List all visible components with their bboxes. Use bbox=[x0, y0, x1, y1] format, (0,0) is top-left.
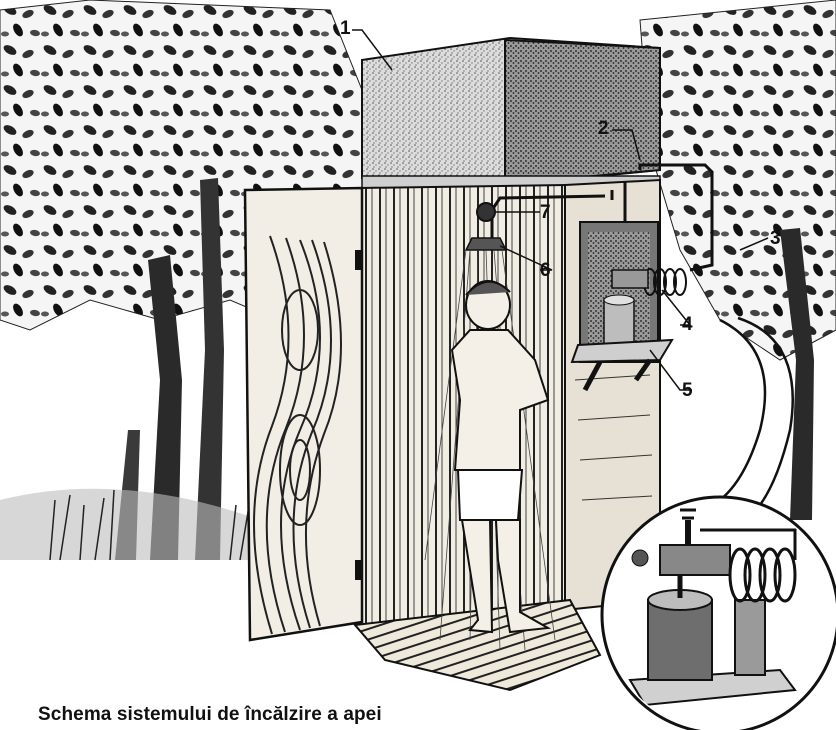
label-1: 1 bbox=[340, 18, 351, 39]
label-6: 6 bbox=[540, 260, 551, 281]
figure-caption: Schema sistemului de încălzire a apei bbox=[38, 704, 382, 726]
cabin-door bbox=[245, 188, 362, 640]
label-3: 3 bbox=[770, 228, 781, 249]
label-7: 7 bbox=[540, 202, 551, 223]
label-2: 2 bbox=[598, 118, 609, 139]
detail-magnifier bbox=[602, 497, 836, 730]
label-4: 4 bbox=[682, 314, 693, 335]
water-tank bbox=[362, 38, 660, 188]
label-5: 5 bbox=[682, 380, 693, 401]
